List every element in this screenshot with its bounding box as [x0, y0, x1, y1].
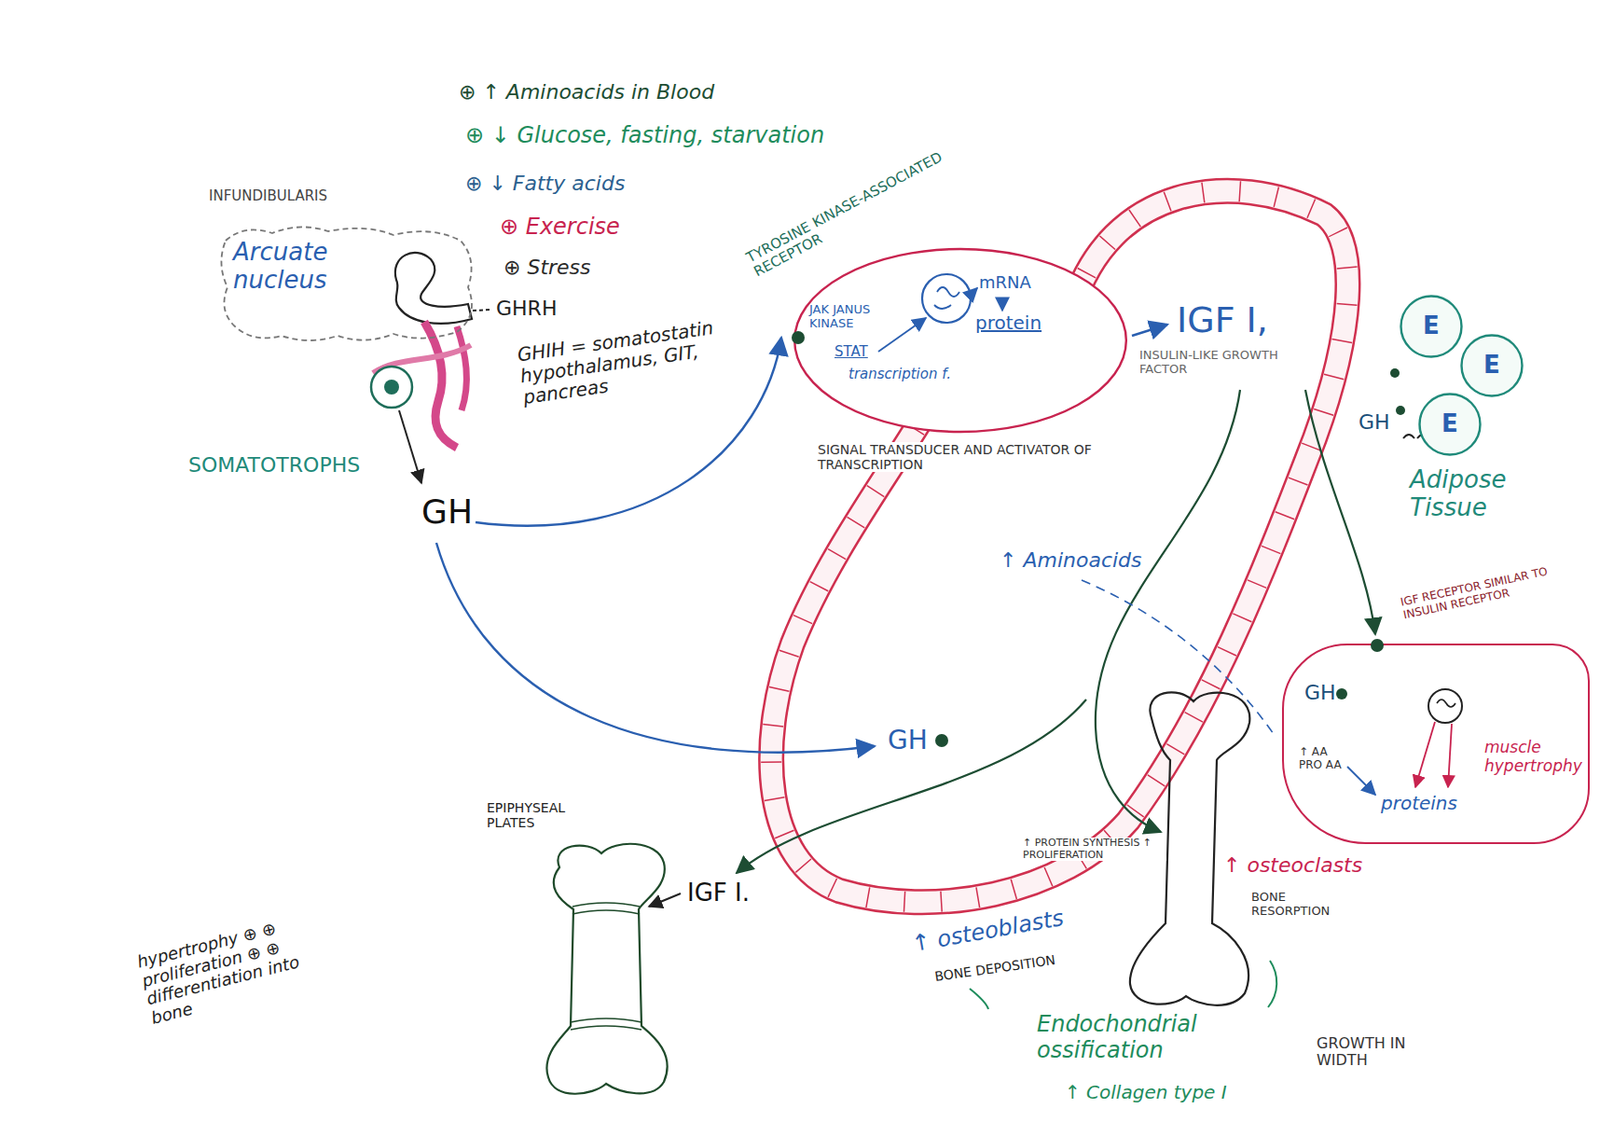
text-holder: E — [1418, 392, 1482, 456]
muscle-cell: GH ↑ AA PRO AA proteins muscle hypertrophy — [1282, 643, 1590, 844]
gh-molecule — [1390, 368, 1400, 378]
aminoacid-leader — [1081, 579, 1276, 737]
vessel-wall-cells — [771, 191, 1348, 902]
effect-note: ↑ PROTEIN SYNTHESIS ↑ PROLIFERATION — [1020, 837, 1167, 861]
fat-cell-outline — [1420, 394, 1481, 456]
fat-cell: E — [1460, 333, 1524, 398]
hormone-name: IGF I. — [685, 879, 752, 908]
target-cell: JAK JANUS KINASE STAT transcription f. mRNA… — [792, 247, 1129, 434]
receptor-symbol — [791, 331, 805, 345]
cell-name: SOMATOTROPHS — [186, 453, 362, 477]
cell-letter: E — [1483, 351, 1501, 380]
hormone-name: GH — [419, 492, 475, 531]
factor-name: STAT — [834, 344, 869, 360]
stimulus-note: ⊕ ↑ Aminoacids in Blood — [456, 80, 717, 104]
secretion-arrow — [399, 410, 422, 483]
portal-vessel — [424, 321, 457, 448]
hormone-name: IGF I, — [1174, 300, 1270, 342]
enzyme-name: JAK JANUS KINASE — [809, 303, 912, 332]
hormone-note: GHIH = somatostatin hypothalamus, GIT, p… — [513, 312, 758, 410]
portal-vessel — [456, 326, 467, 411]
synthesis-arrow — [1415, 721, 1435, 787]
factor-name: transcription f. — [848, 366, 952, 383]
fat-cell: E — [1418, 392, 1482, 456]
hormone-name: GH — [1304, 680, 1337, 704]
region-name: Arcuate nucleus — [233, 238, 373, 295]
region-outline — [220, 226, 472, 341]
hormone-name: GHRH — [494, 296, 559, 320]
receptor-note: IGF RECEPTOR SIMILAR TO INSULIN RECEPTOR — [1397, 563, 1562, 622]
tissue-name: Adipose Tissue — [1407, 466, 1552, 523]
ghrh-leader — [472, 309, 491, 311]
cell-nucleus — [384, 379, 400, 395]
signal-arrow — [878, 317, 926, 352]
text-holder: E — [1399, 294, 1463, 359]
somatotroph-cell — [371, 366, 413, 408]
epiphyseal-plate — [570, 902, 642, 1030]
stimulus-note: ⊕ Stress — [501, 255, 594, 279]
long-bone — [546, 843, 667, 1094]
receptor-symbol — [1370, 638, 1384, 652]
process-name: Endochondrial ossification — [1034, 1011, 1254, 1063]
igf-arrow — [648, 893, 681, 907]
signal-arrow — [971, 288, 978, 294]
part-name: EPIPHYSEAL PLATES — [484, 800, 601, 830]
bracket — [1268, 960, 1277, 1007]
region-heading: INFUNDIBULARIS — [208, 188, 328, 205]
gh-arrow — [436, 542, 875, 753]
cell-membrane — [794, 248, 1127, 432]
synthesis-arrow — [1448, 723, 1452, 787]
effect-note: ↑ Aminoacids — [997, 548, 1145, 572]
gh-molecule — [1395, 405, 1406, 415]
stimulus-note: ⊕ ↓ Glucose, fasting, starvation — [463, 123, 827, 150]
effect-note: ↑ Collagen type I — [1062, 1081, 1229, 1104]
target-cell-outline — [792, 247, 1129, 434]
gh-molecule — [1336, 688, 1348, 700]
gh-molecule — [935, 733, 949, 747]
cell-letter: E — [1422, 312, 1440, 341]
molecule-name: ↑ AA PRO AA — [1298, 745, 1348, 773]
secretion-arrow — [1131, 324, 1168, 336]
hormone-fullname: INSULIN-LIKE GROWTH FACTOR — [1137, 348, 1300, 377]
brain-region: INFUNDIBULARISArcuate nucleus — [216, 221, 478, 344]
hormone-name: GH — [1356, 410, 1393, 434]
stimulus-note: ⊕ Exercise — [497, 214, 622, 241]
bracket — [969, 988, 989, 1009]
nucleus-symbol — [1428, 689, 1463, 723]
signal-arrow — [1001, 297, 1004, 311]
infundibulum-stalk — [395, 252, 472, 324]
protein-name: SIGNAL TRANSDUCER AND ACTIVATOR OF TRANS… — [815, 441, 1128, 472]
nucleus-symbol — [922, 274, 971, 323]
dna-symbol — [934, 287, 960, 309]
dna-symbol — [1436, 699, 1456, 707]
cell-name: ↑ osteoclasts — [1221, 853, 1365, 877]
hormone-name: GH — [885, 725, 930, 756]
molecule-name: proteins — [1380, 792, 1458, 814]
effect-note: hypertrophy ⊕ ⊕ proliferation ⊕ ⊕ differ… — [133, 904, 351, 1029]
text-holder: E — [1460, 333, 1524, 398]
fat-cell: E — [1399, 294, 1463, 359]
fat-cell-outline — [1401, 296, 1463, 358]
fat-cell-outline — [1462, 335, 1523, 397]
blood-vessel — [771, 191, 1348, 902]
cell-letter: E — [1441, 410, 1459, 439]
stimulus-note: ⊕ ↓ Fatty acids — [463, 171, 627, 195]
blood-vessel-lumen — [771, 191, 1348, 902]
process-name: BONE DEPOSITION — [932, 951, 1059, 985]
synthesis-arrow — [1347, 766, 1376, 795]
molecule-name: protein — [975, 312, 1042, 334]
effect-note: muscle hypertrophy — [1484, 738, 1583, 775]
process-name: GROWTH IN WIDTH — [1314, 1034, 1459, 1070]
molecule-name: mRNA — [979, 273, 1032, 293]
process-name: BONE RESORPTION — [1249, 890, 1370, 919]
